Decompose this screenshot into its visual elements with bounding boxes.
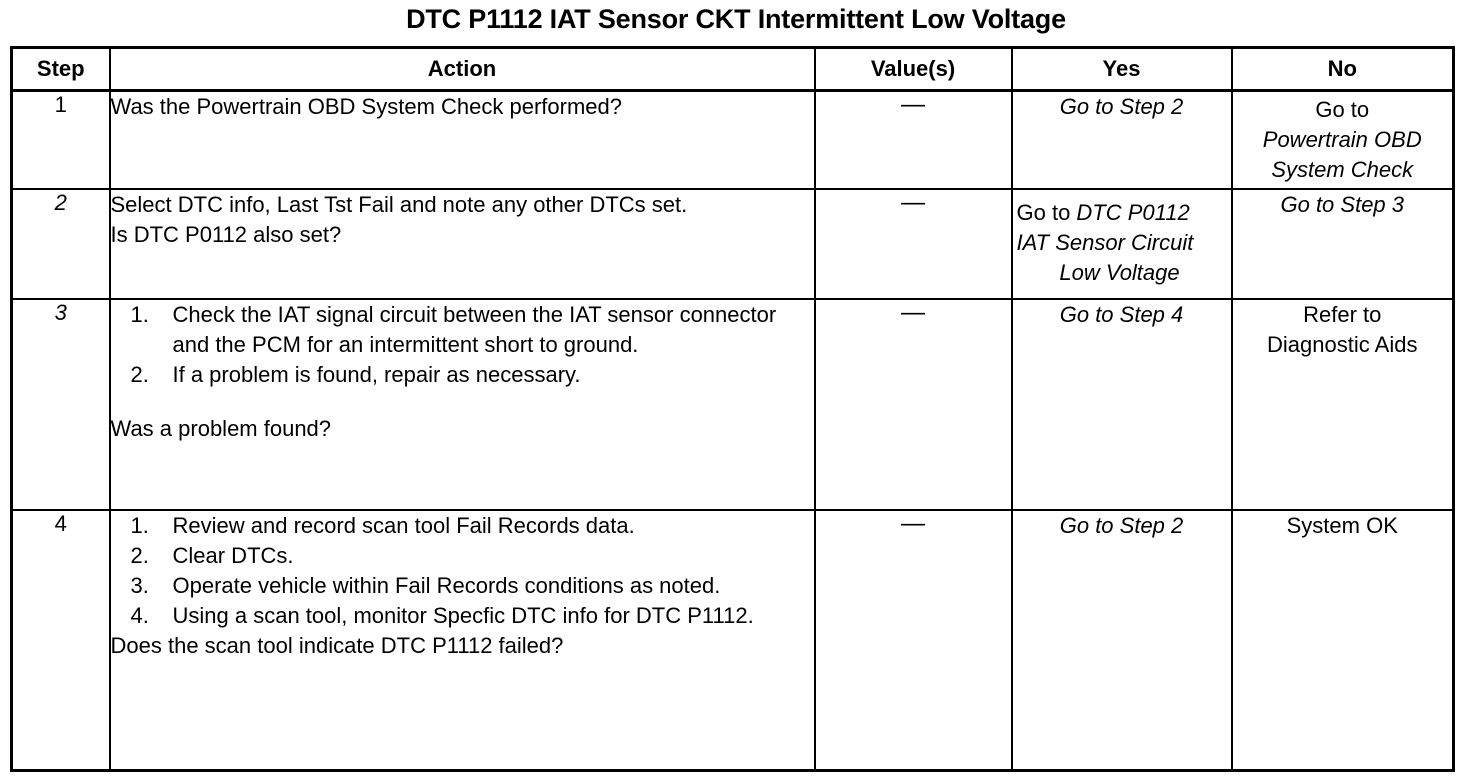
- list-item: 3. Operate vehicle within Fail Records c…: [111, 571, 814, 601]
- list-item: 1. Review and record scan tool Fail Reco…: [111, 511, 814, 541]
- value-cell: —: [813, 89, 1013, 190]
- table-row: 3 1. Check the IAT signal circuit betwee…: [10, 298, 1455, 511]
- table-row: 2 Select DTC info, Last Tst Fail and not…: [10, 188, 1455, 300]
- no-line: Go to: [1315, 97, 1370, 122]
- action-cell: Select DTC info, Last Tst Fail and note …: [108, 188, 816, 300]
- list-item-number: 2.: [130, 362, 149, 387]
- table-header-row: Step Action Value(s) Yes No: [10, 46, 1455, 92]
- list-item-text: Check the IAT signal circuit between the…: [172, 302, 777, 357]
- list-item: 2. If a problem is found, repair as nece…: [111, 360, 814, 390]
- step-number: 2: [10, 188, 111, 300]
- column-header-step: Step: [10, 46, 111, 92]
- yes-cell: Go to Step 2: [1010, 89, 1233, 190]
- column-header-action: Action: [108, 46, 816, 92]
- no-line: Go to Step 3: [1280, 192, 1405, 217]
- action-question-text: Does the scan tool indicate DTC P1112 fa…: [110, 633, 564, 658]
- table-body: 1 Was the Powertrain OBD System Check pe…: [10, 89, 1455, 772]
- step-number: 3: [10, 298, 111, 511]
- spacer: [111, 390, 814, 414]
- no-cell: System OK: [1230, 509, 1455, 772]
- action-question-text: Is DTC P0112 also set?: [110, 222, 342, 247]
- no-cell: Go to Powertrain OBD System Check: [1230, 89, 1455, 190]
- yes-line: Go to Step 4: [1059, 302, 1184, 327]
- step-number: 4: [10, 509, 111, 772]
- value-dash: —: [901, 91, 925, 118]
- action-intro-text: Select DTC info, Last Tst Fail and note …: [110, 192, 688, 217]
- yes-line: Low Voltage: [1059, 260, 1180, 285]
- no-cell: Go to Step 3: [1230, 188, 1455, 300]
- yes-cell: Go to DTC P0112 IAT Sensor Circuit Low V…: [1010, 188, 1233, 300]
- value-cell: —: [813, 188, 1013, 300]
- list-item: 4. Using a scan tool, monitor Specfic DT…: [111, 601, 814, 631]
- diagnostic-table: Step Action Value(s) Yes No 1 Was the Po…: [10, 46, 1455, 772]
- yes-line-reference: DTC P0112: [1076, 200, 1190, 225]
- yes-line: Go to Step 2: [1059, 94, 1184, 119]
- no-line: System OK: [1286, 513, 1398, 538]
- action-cell: Was the Powertrain OBD System Check perf…: [108, 89, 816, 190]
- table-row: 4 1. Review and record scan tool Fail Re…: [10, 509, 1455, 772]
- list-item: 1. Check the IAT signal circuit between …: [111, 300, 814, 360]
- list-item-text: Operate vehicle within Fail Records cond…: [172, 573, 721, 598]
- list-item-text: Clear DTCs.: [172, 543, 294, 568]
- column-header-no: No: [1230, 46, 1455, 92]
- list-item-text: Review and record scan tool Fail Records…: [172, 513, 635, 538]
- action-intro-text: Was the Powertrain OBD System Check perf…: [110, 94, 622, 119]
- no-line: Diagnostic Aids: [1267, 332, 1418, 357]
- column-header-yes: Yes: [1010, 46, 1233, 92]
- no-line: Refer to: [1303, 302, 1382, 327]
- yes-cell: Go to Step 4: [1010, 298, 1233, 511]
- list-item-text: If a problem is found, repair as necessa…: [172, 362, 581, 387]
- yes-line: IAT Sensor Circuit: [1016, 230, 1194, 255]
- list-item-number: 4.: [130, 603, 149, 628]
- action-step-list: 1. Check the IAT signal circuit between …: [111, 300, 814, 390]
- list-item: 2. Clear DTCs.: [111, 541, 814, 571]
- value-dash: —: [901, 510, 925, 537]
- action-cell: 1. Review and record scan tool Fail Reco…: [108, 509, 816, 772]
- yes-line-prefix: Go to: [1016, 200, 1077, 225]
- yes-line: Go to DTC P0112: [1017, 198, 1229, 228]
- value-dash: —: [901, 189, 925, 216]
- value-cell: —: [813, 298, 1013, 511]
- yes-cell: Go to Step 2: [1010, 509, 1233, 772]
- no-cell: Refer to Diagnostic Aids: [1230, 298, 1455, 511]
- page-title: DTC P1112 IAT Sensor CKT Intermittent Lo…: [406, 4, 1066, 34]
- action-step-list: 1. Review and record scan tool Fail Reco…: [111, 511, 814, 631]
- value-dash: —: [901, 299, 925, 326]
- yes-line: Go to Step 2: [1059, 513, 1184, 538]
- list-item-text: Using a scan tool, monitor Specfic DTC i…: [172, 603, 754, 628]
- value-cell: —: [813, 509, 1013, 772]
- column-header-value: Value(s): [813, 46, 1013, 92]
- list-item-number: 2.: [130, 543, 149, 568]
- table-row: 1 Was the Powertrain OBD System Check pe…: [10, 89, 1455, 190]
- list-item-number: 3.: [130, 573, 149, 598]
- list-item-number: 1.: [130, 513, 149, 538]
- action-question-text: Was a problem found?: [110, 416, 332, 441]
- list-item-number: 1.: [130, 302, 149, 327]
- no-line: Powertrain OBD: [1262, 127, 1422, 152]
- no-line: System Check: [1271, 157, 1414, 182]
- action-cell: 1. Check the IAT signal circuit between …: [108, 298, 816, 511]
- step-number: 1: [10, 89, 111, 190]
